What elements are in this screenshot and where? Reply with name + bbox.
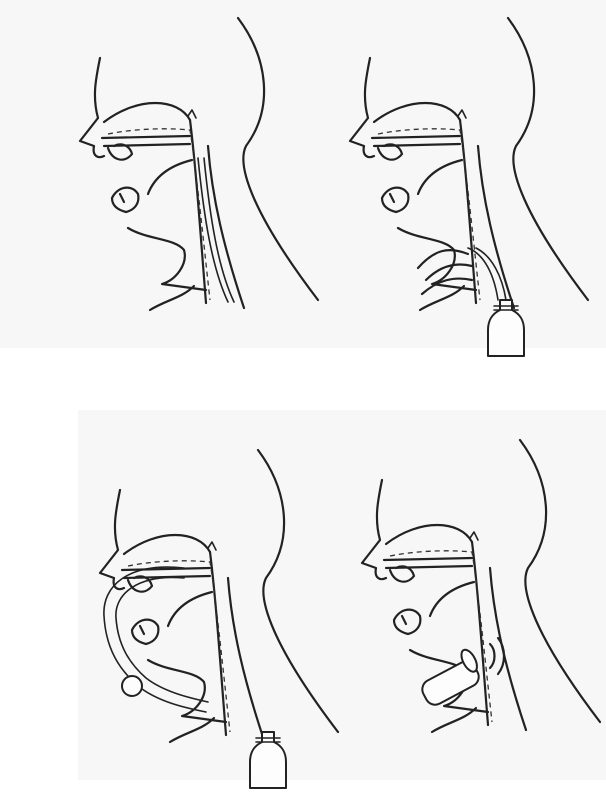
pump-bulb xyxy=(122,676,142,696)
head-outline xyxy=(362,440,600,732)
bottle-icon xyxy=(250,732,286,788)
bottle-icon xyxy=(488,300,524,356)
teeth-detail xyxy=(390,566,420,634)
sound-waves-icon xyxy=(490,638,504,674)
head-outline xyxy=(100,450,338,742)
panel-bottom-left xyxy=(100,450,338,788)
teeth-detail xyxy=(378,144,408,212)
teeth-detail xyxy=(108,144,138,212)
panel-bottom-right xyxy=(362,440,600,732)
panel-top-left xyxy=(80,18,318,310)
panel-top-right xyxy=(350,18,588,356)
